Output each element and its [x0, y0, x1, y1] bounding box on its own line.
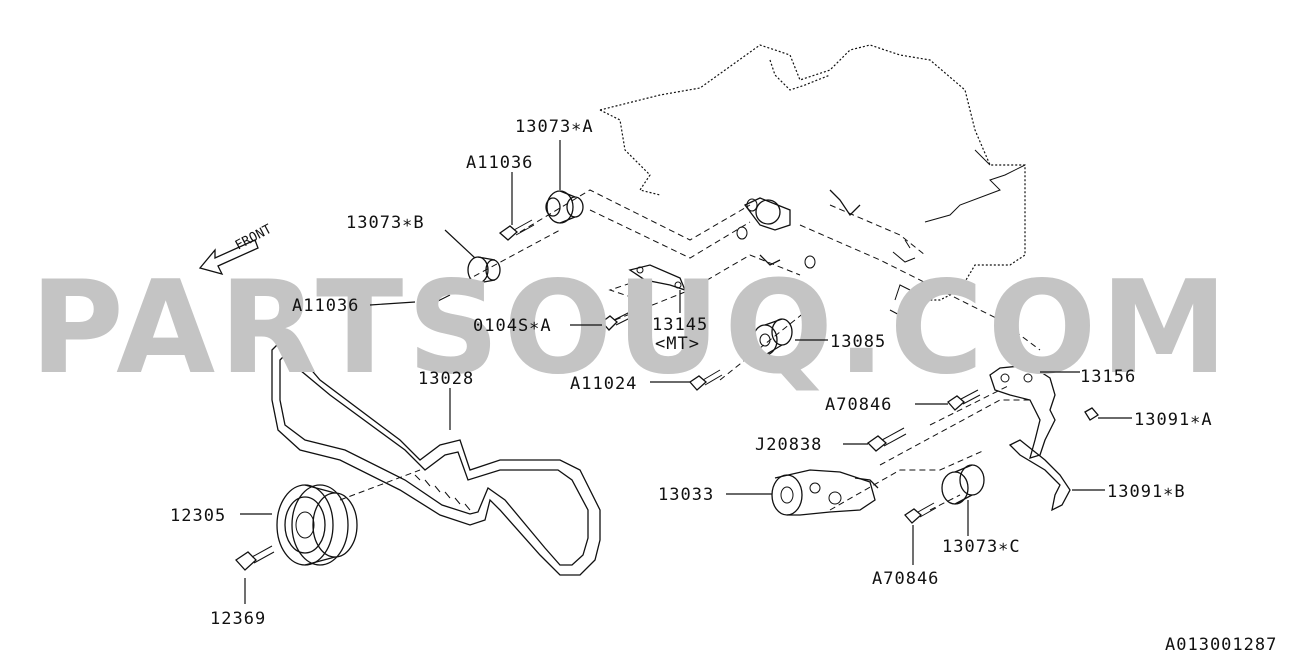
bolt-0104s [601, 311, 633, 331]
label-mt: <MT> [655, 334, 700, 354]
label-a70846-top: A70846 [825, 395, 892, 415]
label-13033: 13033 [658, 485, 714, 505]
label-a11024: A11024 [570, 374, 637, 394]
label-13085: 13085 [830, 332, 886, 352]
label-13091a: 13091∗A [1134, 410, 1213, 430]
label-13156: 13156 [1080, 367, 1136, 387]
label-13073c: 13073∗C [942, 537, 1021, 557]
leader-lines [240, 140, 1132, 604]
timing-belt-13028 [271, 339, 601, 576]
tensioner-bracket [736, 189, 861, 269]
part-labels: 13073∗A A11036 13073∗B A11036 0104S∗A 13… [170, 117, 1277, 653]
bolt-j20838 [866, 427, 907, 452]
label-a11036-mid: A11036 [292, 296, 359, 316]
front-label: FRONT [233, 222, 275, 254]
assembly-dashed-lines [339, 189, 1041, 511]
label-12305: 12305 [170, 506, 226, 526]
label-12369: 12369 [210, 609, 266, 629]
label-13028: 13028 [418, 369, 474, 389]
label-0104s: 0104S∗A [473, 316, 552, 336]
watermark-text: PARTSOUQ.COM [30, 254, 1232, 403]
label-13145: 13145 [652, 315, 708, 335]
bolt-a11036-top [498, 219, 535, 241]
label-13091b: 13091∗B [1107, 482, 1186, 502]
idler-pulley-13073a [545, 190, 584, 224]
clip-13091a [1084, 407, 1099, 421]
belt-cover-13145 [628, 264, 687, 292]
label-13073a: 13073∗A [515, 117, 594, 137]
idler-pulley-13073c [941, 464, 985, 505]
bolt-a11036-mid [416, 289, 451, 309]
bracket-13091b [1008, 439, 1071, 512]
engine-block-outline [599, 44, 1026, 319]
figure-id: A013001287 [1165, 635, 1277, 653]
label-a11036-top: A11036 [466, 153, 533, 173]
bolt-a70846-bottom [904, 502, 937, 524]
idler-pulley-13073b [467, 256, 501, 284]
bolt-12369 [235, 545, 275, 571]
tensioner-13033 [771, 469, 879, 516]
label-j20838: J20838 [755, 435, 822, 455]
idler-pulley-13085 [752, 318, 793, 356]
label-13073b: 13073∗B [346, 213, 425, 233]
crank-pulley-12305 [276, 484, 358, 566]
bolt-a11024 [689, 369, 723, 391]
bolt-a70846-top [947, 389, 981, 411]
label-a70846-bottom: A70846 [872, 569, 939, 589]
